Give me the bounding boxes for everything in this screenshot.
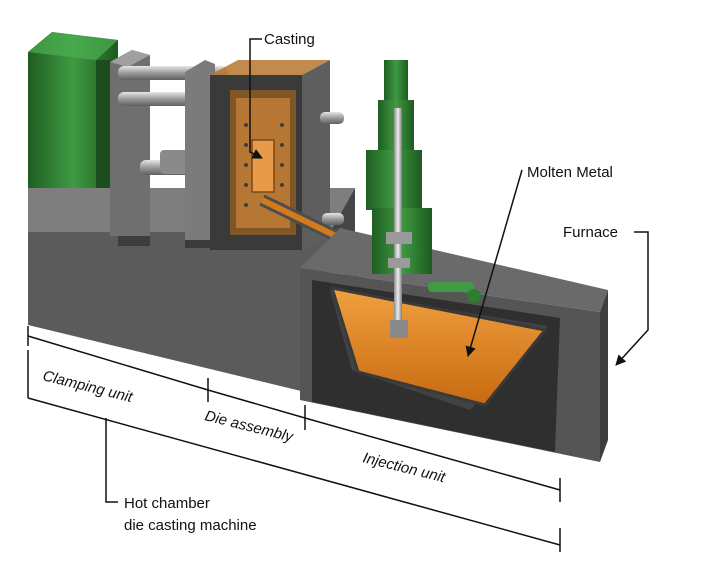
casting-label: Casting — [264, 31, 315, 48]
furnace-label: Furnace — [563, 224, 618, 241]
die-assembly-label: Die assembly — [203, 407, 296, 446]
moving-platen — [185, 60, 215, 248]
casting-pointer — [249, 38, 263, 159]
machine-name-line2: die casting machine — [124, 517, 257, 534]
clamping-unit-label: Clamping unit — [41, 367, 135, 406]
molten-metal-pointer — [465, 169, 523, 358]
molten-metal-label: Molten Metal — [527, 164, 613, 181]
furnace — [300, 228, 608, 462]
clamping-cylinder — [28, 32, 118, 188]
machine-name-line1: Hot chamber — [124, 495, 210, 512]
section-brackets — [27, 326, 561, 552]
die-assembly-block — [210, 60, 344, 250]
molten-metal-pool — [329, 286, 548, 407]
furnace-pointer — [615, 231, 649, 366]
injection-cylinder — [366, 60, 481, 338]
